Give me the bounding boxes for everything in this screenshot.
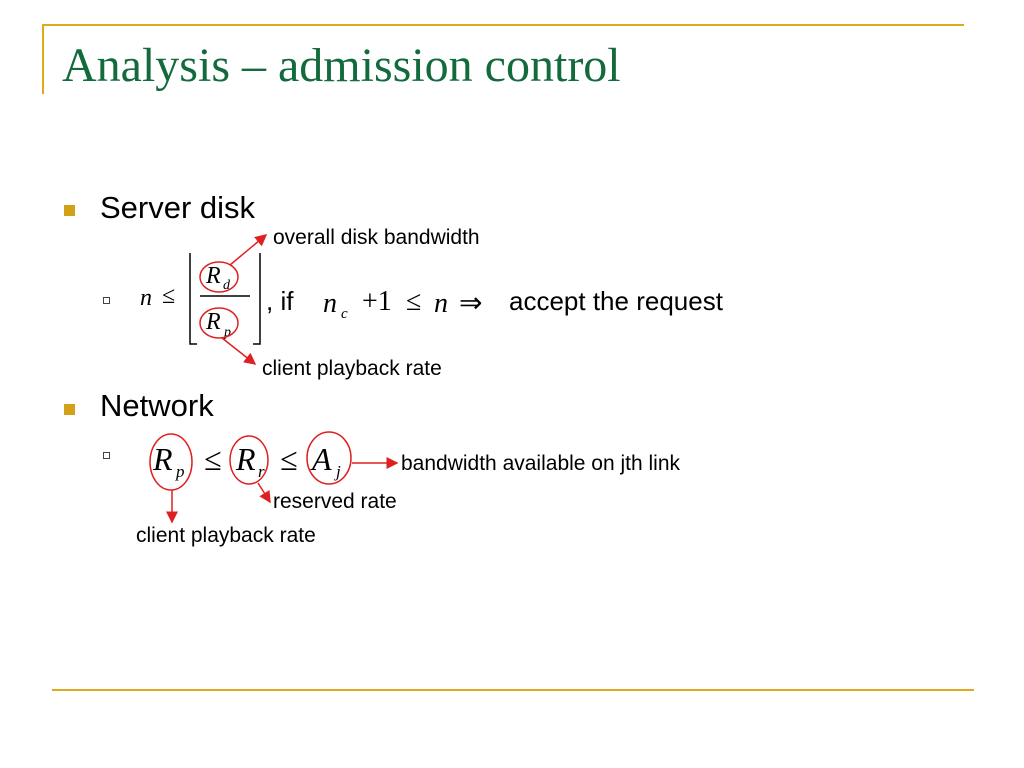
formula-leq-2: ≤ [406,286,422,317]
formula-rr-sub: r [258,462,265,481]
denominator-sub-p: p [224,325,231,340]
formula-nc: n [323,288,337,319]
formula-n: n [140,285,152,311]
slide-title: Analysis – admission control [62,39,621,92]
if-text: , if [266,286,294,316]
formula-plus-one: +1 [362,286,392,317]
sub-bullet-server-disk [103,297,110,304]
formula-aj-sub: j [336,462,341,481]
formula-rp: R [153,441,173,477]
formula-rr: R [236,441,256,477]
formula-leq-network-2: ≤ [280,441,298,477]
denominator-R: R [206,309,221,335]
sub-bullet-network [103,452,110,459]
formula-n-2: n [434,288,448,319]
numerator-sub-d: d [223,278,230,293]
formula-nc-sub: c [341,306,348,322]
annotation-client-playback-rate-2: client playback rate [136,524,316,547]
heading-network: Network [100,388,214,423]
annotation-client-playback-rate-1: client playback rate [262,357,442,380]
formula-leq-network-1: ≤ [204,441,222,477]
bottom-frame-line [52,689,974,691]
numerator-R: R [206,263,221,289]
formula-rp-sub: p [176,462,185,481]
formula-leq: ≤ [162,283,176,309]
accept-the-request-text: accept the request [509,286,723,316]
left-frame-line [42,24,44,94]
annotation-reserved-rate: reserved rate [273,490,397,513]
annotation-overall-disk-bandwidth: overall disk bandwidth [273,226,480,249]
arrow-to-reserved [257,482,271,504]
formula-aj: A [312,441,332,477]
annotation-bandwidth-available: bandwidth available on jth link [401,452,681,475]
bullet-server-disk [64,205,75,216]
bullet-network [64,404,75,415]
formula-implies: ⇒ [459,288,483,319]
top-frame-line [42,24,964,26]
heading-server-disk: Server disk [100,190,256,225]
